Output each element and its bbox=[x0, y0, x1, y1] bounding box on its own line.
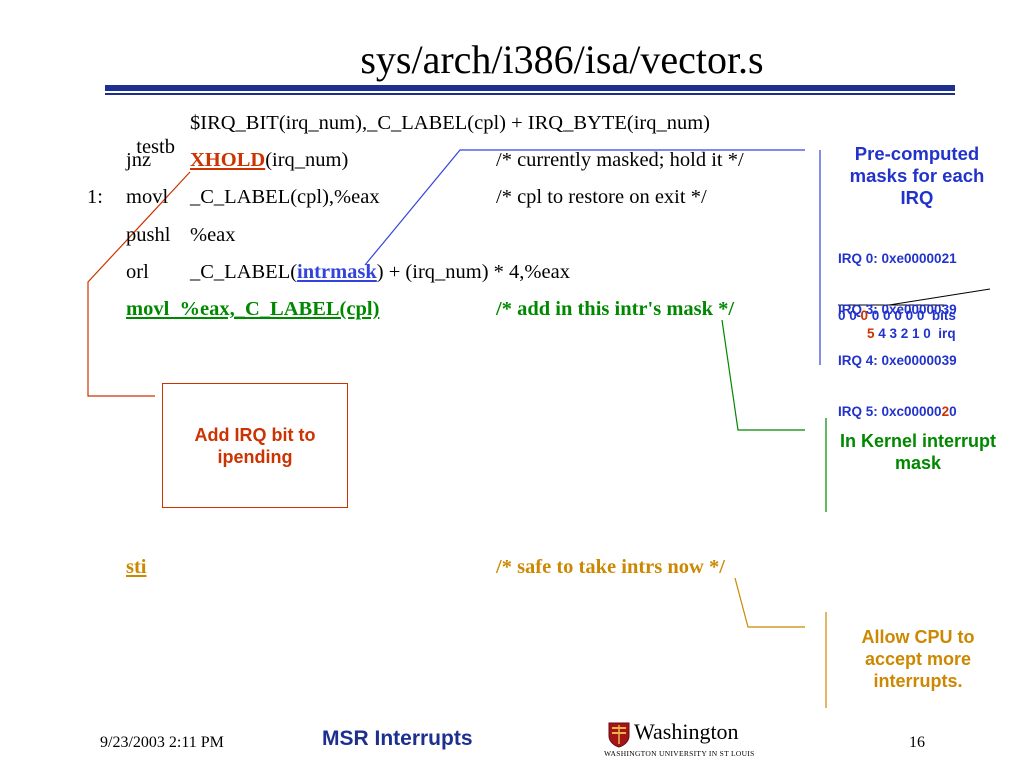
ipending-callout-box bbox=[162, 383, 348, 508]
irq3-mask: IRQ 3: 0xe0000039 bbox=[838, 302, 957, 317]
code-line-7-comment: /* safe to take intrs now */ bbox=[496, 556, 725, 578]
xhold-args: (irq_num) bbox=[265, 149, 349, 171]
shield-icon bbox=[608, 722, 630, 748]
ipending-callout: Add IRQ bit to ipending bbox=[194, 425, 316, 467]
footer-date: 9/23/2003 2:11 PM bbox=[100, 734, 224, 751]
code-line-3-label: 1: bbox=[87, 186, 103, 208]
code-line-2-comment: /* currently masked; hold it */ bbox=[496, 149, 744, 171]
orl-args-pre: _C_LABEL( bbox=[190, 261, 298, 283]
allow-cpu-callout: Allow CPU to accept more interrupts. bbox=[861, 627, 975, 691]
connector-kernel-mask bbox=[721, 319, 805, 431]
page-number: 16 bbox=[909, 734, 925, 751]
irq5-mask-bit: 2 bbox=[941, 404, 950, 419]
university-subtitle: WASHINGTON UNIVERSITY IN ST LOUIS bbox=[604, 749, 755, 758]
orl-args-post: ) + (irq_num) * 4,%eax bbox=[376, 261, 570, 283]
intrmask-label: intrmask bbox=[297, 261, 377, 283]
code-line-3-op: movl bbox=[126, 186, 169, 208]
code-line-5-args: _C_LABEL(intrmask) + (irq_num) * 4,%eax bbox=[190, 260, 570, 284]
university-name: Washington bbox=[634, 719, 739, 744]
irq4-mask: IRQ 4: 0xe0000039 bbox=[838, 353, 957, 368]
irq0-mask: IRQ 0: 0xe0000021 bbox=[838, 251, 957, 266]
code-line-1: testb bbox=[126, 111, 175, 159]
bit-pointer-line bbox=[888, 288, 991, 306]
code-line-2-args: XHOLD(irq_num) bbox=[190, 148, 348, 172]
title-rule bbox=[105, 85, 955, 91]
code-line-3-args: _C_LABEL(cpl),%eax bbox=[190, 186, 380, 208]
bit-highlight: 0 bbox=[860, 308, 869, 323]
code-line-4-op: pushl bbox=[126, 224, 171, 246]
xhold-label: XHOLD bbox=[190, 149, 266, 171]
footer-course: MSR Interrupts bbox=[322, 727, 473, 750]
connector-ipending bbox=[87, 171, 191, 397]
code-line-6: movl %eax,_C_LABEL(cpl) bbox=[126, 297, 796, 321]
code-line-5-op: orl bbox=[126, 261, 149, 283]
code-line-7: sti bbox=[126, 555, 782, 579]
title-rule-thin bbox=[105, 93, 955, 95]
precomputed-callout: Pre-computed masks for each IRQ bbox=[849, 143, 985, 208]
code-line-2-op: jnz bbox=[126, 149, 152, 171]
code-op: testb bbox=[136, 136, 175, 158]
university-logo bbox=[608, 722, 630, 753]
irq-mask-list: IRQ 0: 0xe0000021 IRQ 3: 0xe0000039 IRQ … bbox=[838, 216, 957, 437]
code-line-6-comment: /* add in this intr's mask */ bbox=[496, 298, 735, 320]
irq-index-row: 5 4 3 2 1 0 irq bbox=[867, 326, 956, 341]
code-line-4-args: %eax bbox=[190, 224, 236, 246]
connector-allow-cpu bbox=[734, 577, 805, 628]
code-line-1-args: $IRQ_BIT(irq_num),_C_LABEL(cpl) + IRQ_BY… bbox=[190, 112, 710, 134]
irq-highlight: 5 bbox=[867, 326, 875, 341]
connector-intrmask bbox=[364, 149, 805, 266]
code-line-3-comment: /* cpl to restore on exit */ bbox=[496, 186, 707, 208]
code-line-6-text: movl %eax,_C_LABEL(cpl) bbox=[126, 298, 380, 320]
kernel-mask-callout: In Kernel interrupt mask bbox=[840, 431, 997, 473]
bit-index-row: 0 0 0 0 0 0 0 0 bits bbox=[838, 308, 956, 323]
slide-title: sys/arch/i386/isa/vector.s bbox=[360, 37, 764, 82]
code-line-7-op: sti bbox=[126, 556, 147, 578]
irq5-mask: IRQ 5: 0xc0000020 bbox=[838, 404, 957, 419]
